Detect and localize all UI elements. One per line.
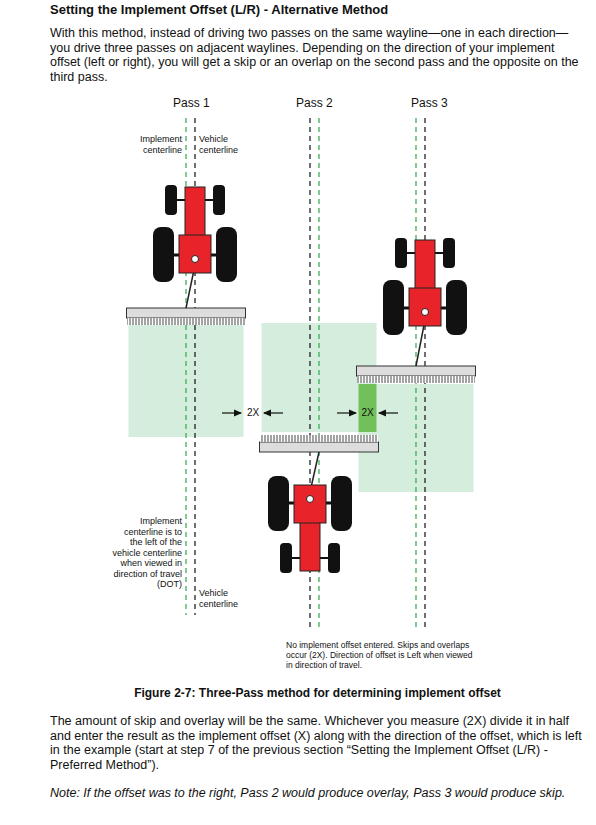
intro-paragraph: With this method, instead of driving two… bbox=[50, 26, 585, 84]
implement-bar bbox=[127, 308, 246, 318]
centerline-label: Vehicle centerline bbox=[199, 588, 253, 609]
pass-label: Pass 3 bbox=[411, 96, 448, 110]
section-title: Setting the Implement Offset (L/R) - Alt… bbox=[50, 2, 388, 18]
implement-bar bbox=[260, 442, 379, 452]
offset-note: Implement centerline is to the left of t… bbox=[112, 516, 182, 590]
figure-caption: Figure 2-7: Three-Pass method for determ… bbox=[50, 686, 585, 700]
body-paragraph: The amount of skip and overlay will be t… bbox=[50, 714, 585, 772]
tractor bbox=[153, 185, 237, 282]
pass-label: Pass 1 bbox=[173, 96, 210, 110]
tractor bbox=[383, 238, 467, 335]
figure-note: No implement offset entered. Skips and o… bbox=[286, 640, 476, 670]
tractor bbox=[268, 476, 352, 573]
note-paragraph: Note: If the offset was to the right, Pa… bbox=[50, 786, 585, 801]
implement-bar bbox=[357, 366, 476, 376]
pass-label: Pass 2 bbox=[296, 96, 333, 110]
centerline-label: Vehicle centerline bbox=[199, 134, 253, 155]
dimension-label: 2X bbox=[358, 407, 377, 419]
centerline-label: Implement centerline bbox=[128, 134, 182, 155]
dimension-label: 2X bbox=[244, 407, 262, 419]
overlap-area bbox=[359, 384, 377, 432]
